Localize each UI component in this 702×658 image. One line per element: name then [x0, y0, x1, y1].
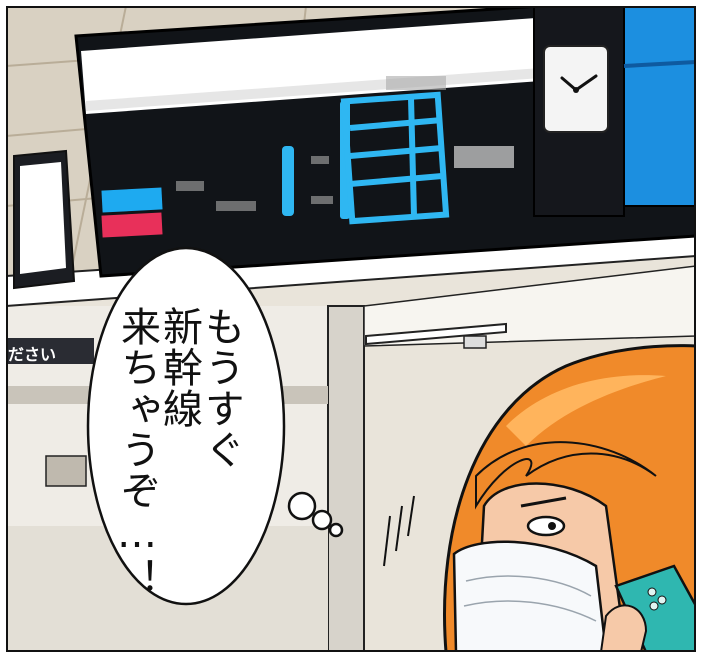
character-pupil [548, 522, 556, 530]
side-monitor-screen [20, 162, 66, 274]
indicator-red [101, 212, 163, 238]
gate-panel [45, 455, 87, 487]
character [383, 344, 696, 652]
bubble-tail [287, 491, 344, 538]
manga-panel: ください もうすぐ 新幹線 来ちゃうぞ…！ [6, 6, 696, 652]
character-bangs [475, 441, 657, 510]
board-track-grid [340, 91, 450, 225]
partial-sign-plate [6, 338, 94, 364]
clock-center [573, 87, 579, 93]
indicator-blue [101, 187, 163, 213]
mask-pleats [463, 575, 597, 622]
light-fixture [365, 322, 507, 346]
clock-hands [560, 74, 598, 92]
panel-border [6, 6, 696, 652]
speech-line-3: 来ちゃうぞ…！ [114, 306, 160, 599]
character-eye [526, 515, 566, 537]
board-blue-screen [623, 6, 696, 207]
time-display [454, 146, 514, 168]
camera [463, 335, 487, 349]
station-scene [6, 6, 696, 652]
ceiling-soffit [363, 265, 696, 347]
speech-line-2: 新幹線 [156, 306, 202, 429]
pillar [327, 305, 365, 652]
motion-lines [383, 495, 415, 567]
character-hand [599, 604, 648, 652]
speech-bubble [86, 246, 286, 606]
phone-camera [647, 587, 667, 611]
blurry-board-text [176, 76, 446, 211]
character-eyebrow [520, 496, 567, 508]
partial-sign-text: ください [6, 345, 57, 364]
blue-screen-divider [623, 60, 696, 68]
speech-line-1: もうすぐ [198, 306, 244, 470]
face-mask [452, 540, 608, 652]
character-hair-highlight [506, 375, 666, 446]
board-header [81, 18, 541, 114]
